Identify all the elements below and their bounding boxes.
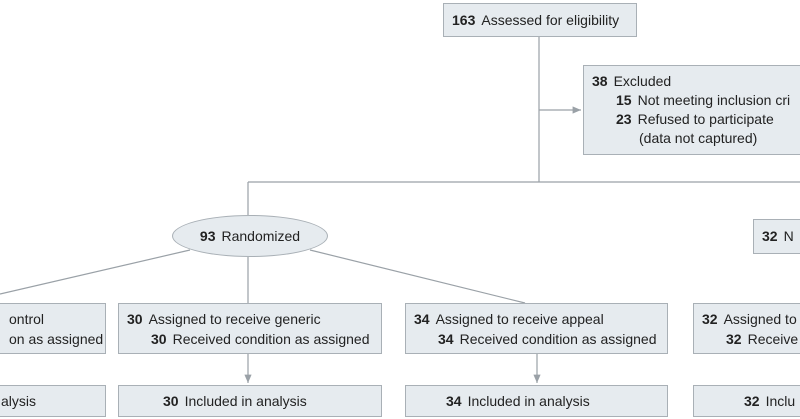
excluded-label: Excluded: [613, 73, 672, 89]
arm-received-count: 34: [438, 331, 454, 347]
analysis-count: 34: [446, 393, 462, 409]
arm-received: on as assigned: [9, 331, 104, 347]
arm-received: Received condition as assigned: [459, 331, 657, 347]
exclusion-count: 15: [616, 92, 632, 108]
arm-count: 30: [127, 311, 143, 327]
exclusion-count: 23: [616, 111, 632, 127]
arm-assigned: Assigned to receive generic: [148, 311, 321, 327]
arm-received-count: 32: [726, 331, 742, 347]
arm-count: 32: [702, 311, 718, 327]
randomized-label: Randomized: [221, 228, 301, 244]
line-to-arm-1: [0, 249, 191, 295]
exclusion-reason: Not meeting inclusion cri: [637, 92, 791, 108]
line-to-arm-3: [309, 249, 526, 304]
analysis-box: 30 Included in analysis: [118, 385, 382, 417]
analysis-label: Included in analysis: [184, 393, 307, 409]
arm-received: Received condition as assigned: [172, 331, 370, 347]
analysis-count: 32: [744, 393, 760, 409]
right-partial-label: N: [783, 228, 794, 244]
arm-received: Receive: [747, 331, 799, 347]
assessed-label: Assessed for eligibility: [481, 12, 620, 28]
randomized-count: 93: [199, 228, 216, 244]
right-partial-box: 32 N: [753, 219, 800, 254]
excluded-count: 38: [592, 73, 608, 89]
arm-assigned: Assigned to receive appeal: [435, 311, 604, 327]
arm-count: 34: [414, 311, 430, 327]
analysis-label: Inclu: [765, 393, 796, 409]
exclusion-reason: Refused to participate: [637, 111, 774, 127]
randomized-ellipse: 93 Randomized: [172, 215, 328, 257]
exclusion-note: (data not captured): [639, 130, 758, 146]
right-partial-count: 32: [762, 228, 778, 244]
analysis-box: 34 Included in analysis: [405, 385, 668, 417]
analysis-count: 30: [163, 393, 179, 409]
analysis-box: alysis: [0, 385, 106, 417]
analysis-label: alysis: [1, 393, 37, 409]
arm-box: ontrol on as assigned: [0, 303, 106, 354]
assessed-count: 163: [452, 12, 476, 28]
assessed-box: 163 Assessed for eligibility: [443, 3, 637, 37]
analysis-box: 32 Inclu: [693, 385, 800, 417]
arm-received-count: 30: [151, 331, 167, 347]
excluded-box: 38 Excluded 15 Not meeting inclusion cri 2…: [583, 65, 800, 155]
arm-assigned: Assigned to: [723, 311, 797, 327]
arm-assigned: ontrol: [9, 311, 45, 327]
analysis-label: Included in analysis: [467, 393, 590, 409]
